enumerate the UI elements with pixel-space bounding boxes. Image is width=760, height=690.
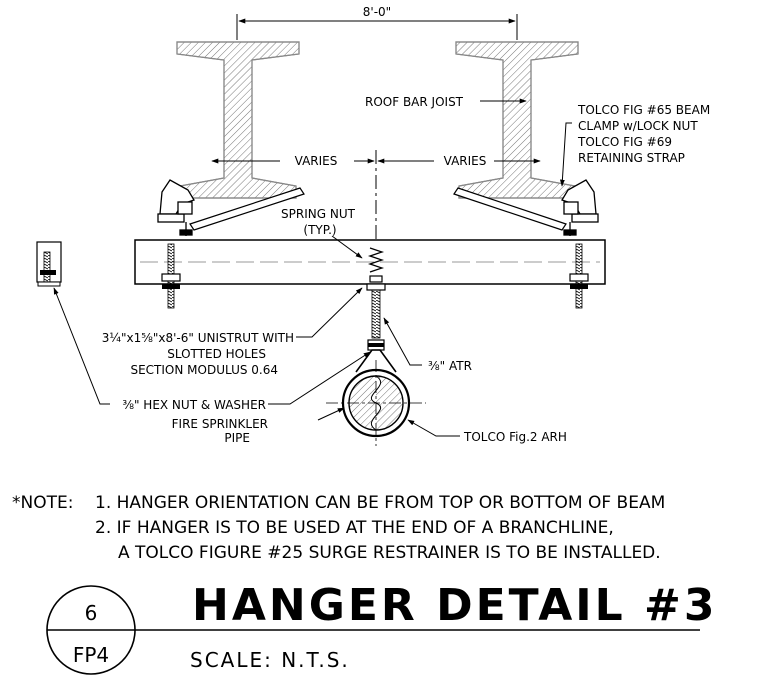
varies-left-text: VARIES bbox=[295, 154, 338, 168]
spring-nut bbox=[367, 247, 385, 283]
left-joist-beam bbox=[176, 41, 300, 199]
varies-right-text: VARIES bbox=[444, 154, 487, 168]
unistrut-label-2: SLOTTED HOLES bbox=[167, 347, 266, 361]
sprinkler-pipe-label-2: PIPE bbox=[224, 431, 250, 445]
beam-clamp-label-3: TOLCO FIG #69 bbox=[577, 135, 672, 149]
title-block: 6 FP4 HANGER DETAIL #3 SCALE: N.T.S. bbox=[46, 580, 718, 675]
spring-nut-label-2: (TYP.) bbox=[303, 223, 336, 237]
leader-lines bbox=[53, 98, 572, 437]
arh-label: TOLCO Fig.2 ARH bbox=[463, 430, 567, 444]
span-dimension: 8'-0" bbox=[236, 5, 518, 40]
hex-nut-label: ⅜" HEX NUT & WASHER bbox=[122, 398, 266, 412]
scale-label: SCALE: N.T.S. bbox=[190, 648, 350, 672]
right-end-bolt bbox=[569, 243, 589, 309]
atr-label: ⅜" ATR bbox=[428, 359, 472, 373]
right-beam-clamp bbox=[561, 179, 599, 236]
unistrut-label-1: 3¼"x1⅝"x8'-6" UNISTRUT WITH bbox=[102, 331, 294, 345]
span-dimension-text: 8'-0" bbox=[363, 5, 391, 19]
note-item-2: 2. IF HANGER IS TO BE USED AT THE END OF… bbox=[95, 518, 614, 538]
unistrut-end-view bbox=[36, 241, 62, 287]
left-beam-clamp bbox=[157, 179, 195, 236]
sheet-number: FP4 bbox=[73, 643, 109, 667]
sprinkler-pipe-label-1: FIRE SPRINKLER bbox=[172, 417, 268, 431]
unistrut-label-3: SECTION MODULUS 0.64 bbox=[130, 363, 278, 377]
note-item-2-continued: A TOLCO FIGURE #25 SURGE RESTRAINER IS T… bbox=[118, 543, 661, 563]
varies-dimension-right: VARIES bbox=[377, 154, 541, 168]
varies-dimension-left: VARIES bbox=[211, 154, 375, 168]
note-prefix: *NOTE: bbox=[12, 493, 73, 513]
left-end-bolt bbox=[161, 243, 181, 309]
beam-clamp-label-4: RETAINING STRAP bbox=[578, 151, 685, 165]
detail-title: HANGER DETAIL #3 bbox=[192, 580, 718, 631]
notes-block: *NOTE: 1. HANGER ORIENTATION CAN BE FROM… bbox=[12, 493, 665, 563]
roof-bar-joist-label: ROOF BAR JOIST bbox=[365, 95, 464, 109]
beam-clamp-label-1: TOLCO FIG #65 BEAM bbox=[577, 103, 710, 117]
right-retaining-strap bbox=[453, 187, 567, 231]
sprinkler-pipe bbox=[326, 360, 426, 446]
note-item-1: 1. HANGER ORIENTATION CAN BE FROM TOP OR… bbox=[95, 493, 665, 513]
right-joist-beam bbox=[455, 41, 579, 199]
beam-clamp-label-2: CLAMP w/LOCK NUT bbox=[578, 119, 698, 133]
left-retaining-strap bbox=[189, 187, 305, 231]
spring-nut-label-1: SPRING NUT bbox=[281, 207, 356, 221]
atr-rod bbox=[366, 283, 386, 351]
detail-number: 6 bbox=[85, 601, 98, 625]
